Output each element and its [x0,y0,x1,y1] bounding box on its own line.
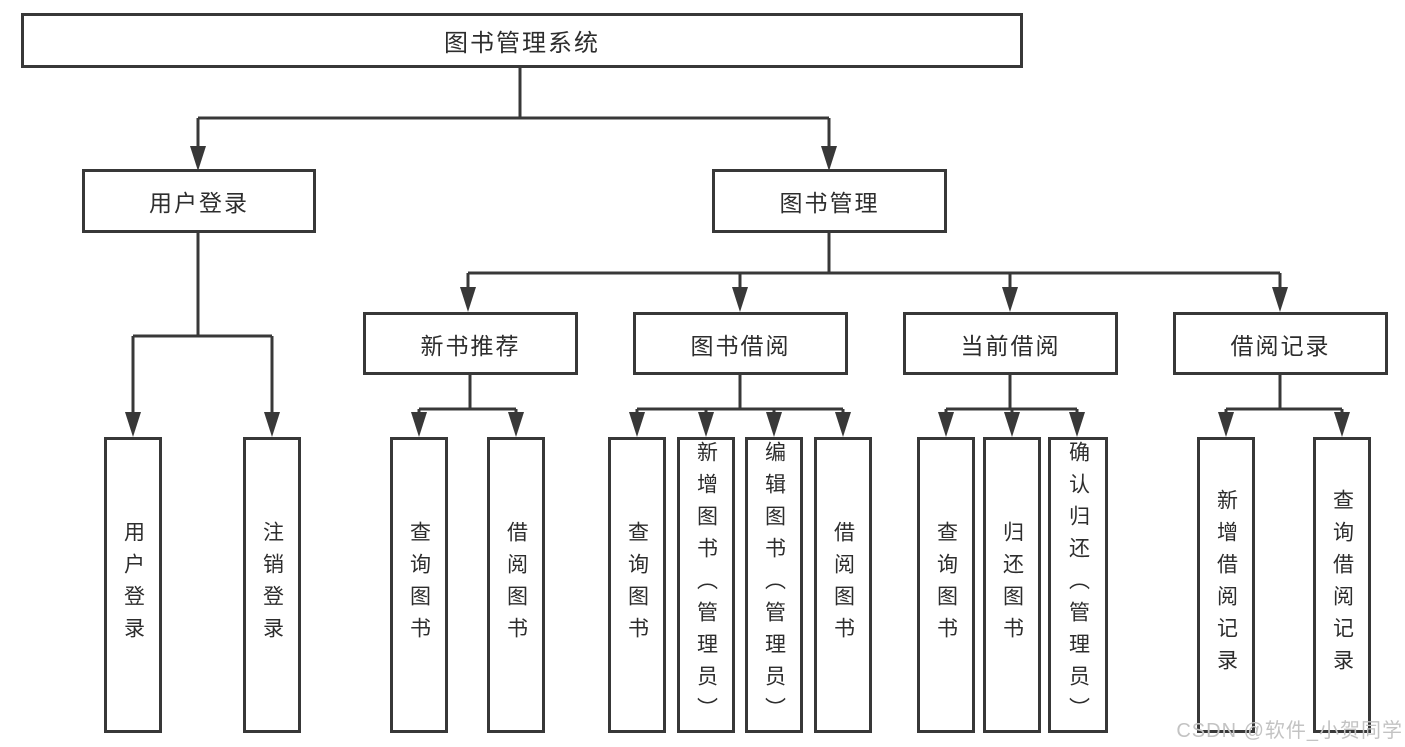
node-label: 图书管理系统 [444,30,600,57]
node-label: 新书推荐 [420,332,521,359]
arrow-icon [938,412,954,437]
leaf-borrow-books-borrowing: 借阅图书 [814,437,872,733]
leaf-add-book-admin: 新增图书（管理员） [677,437,735,733]
connector-root [196,68,831,150]
leaf-add-borrow-record: 新增借阅记录 [1197,437,1255,733]
leaf-query-books-current: 查询图书 [917,437,975,733]
leaf-label: 查询图书 [625,521,649,649]
connector-user-login [131,233,274,416]
node-book-borrowing: 图书借阅 [633,312,848,375]
arrow-icon [1334,412,1350,437]
leaf-query-books-borrowing: 查询图书 [608,437,666,733]
node-label: 图书管理 [779,190,880,216]
leaf-label: 用户登录 [121,521,145,649]
node-borrowing-records: 借阅记录 [1173,312,1388,375]
leaf-label: 编辑图书（管理员） [762,441,786,729]
leaf-query-books-recommend: 查询图书 [390,437,448,733]
leaf-label: 查询借阅记录 [1330,489,1354,681]
arrow-icon [835,412,851,437]
connector-book-borrowing [635,375,845,416]
node-library-system: 图书管理系统 [21,13,1023,68]
leaf-label: 查询图书 [934,521,958,649]
arrow-icon [732,287,748,312]
arrow-icon [1272,287,1288,312]
leaf-label: 新增图书（管理员） [694,441,718,729]
arrow-icon [1002,287,1018,312]
node-label: 用户登录 [149,190,249,216]
arrow-icon [766,412,782,437]
node-label: 图书借阅 [690,332,791,359]
arrow-icon [1069,412,1085,437]
watermark: CSDN @软件_小贺同学 [1176,720,1403,742]
arrow-icon [411,412,427,437]
connector-book-management [466,233,1282,290]
leaf-label: 归还图书 [1000,521,1024,649]
leaf-user-login: 用户登录 [104,437,162,733]
node-user-login: 用户登录 [82,169,316,233]
arrow-icon [629,412,645,437]
arrow-icon [190,146,206,171]
leaf-label: 查询图书 [407,521,431,649]
node-current-borrowing: 当前借阅 [903,312,1118,375]
leaf-confirm-return-admin: 确认归还（管理员） [1048,437,1108,733]
arrow-icon [1218,412,1234,437]
arrow-icon [264,412,280,437]
arrow-icon [125,412,141,437]
connector-borrowing-records [1224,375,1344,416]
node-new-book-recommendation: 新书推荐 [363,312,578,375]
leaf-logout: 注销登录 [243,437,301,733]
leaf-label: 确认归还（管理员） [1066,441,1090,729]
arrow-icon [698,412,714,437]
leaf-return-book: 归还图书 [983,437,1041,733]
node-label: 借阅记录 [1230,332,1331,359]
leaf-label: 借阅图书 [831,521,855,649]
node-book-management: 图书管理 [712,169,947,233]
arrow-icon [508,412,524,437]
arrow-icon [460,287,476,312]
node-label: 当前借阅 [960,332,1061,359]
connector-new-book [417,375,518,416]
arrow-icon [1004,412,1020,437]
leaf-edit-book-admin: 编辑图书（管理员） [745,437,803,733]
leaf-label: 注销登录 [260,521,284,649]
leaf-label: 借阅图书 [504,521,528,649]
arrowheads [125,146,1350,437]
leaf-query-borrow-record: 查询借阅记录 [1313,437,1371,733]
leaf-borrow-books-recommend: 借阅图书 [487,437,545,733]
leaf-label: 新增借阅记录 [1214,489,1238,681]
connector-current-borrowing [944,375,1079,416]
arrow-icon [821,146,837,171]
